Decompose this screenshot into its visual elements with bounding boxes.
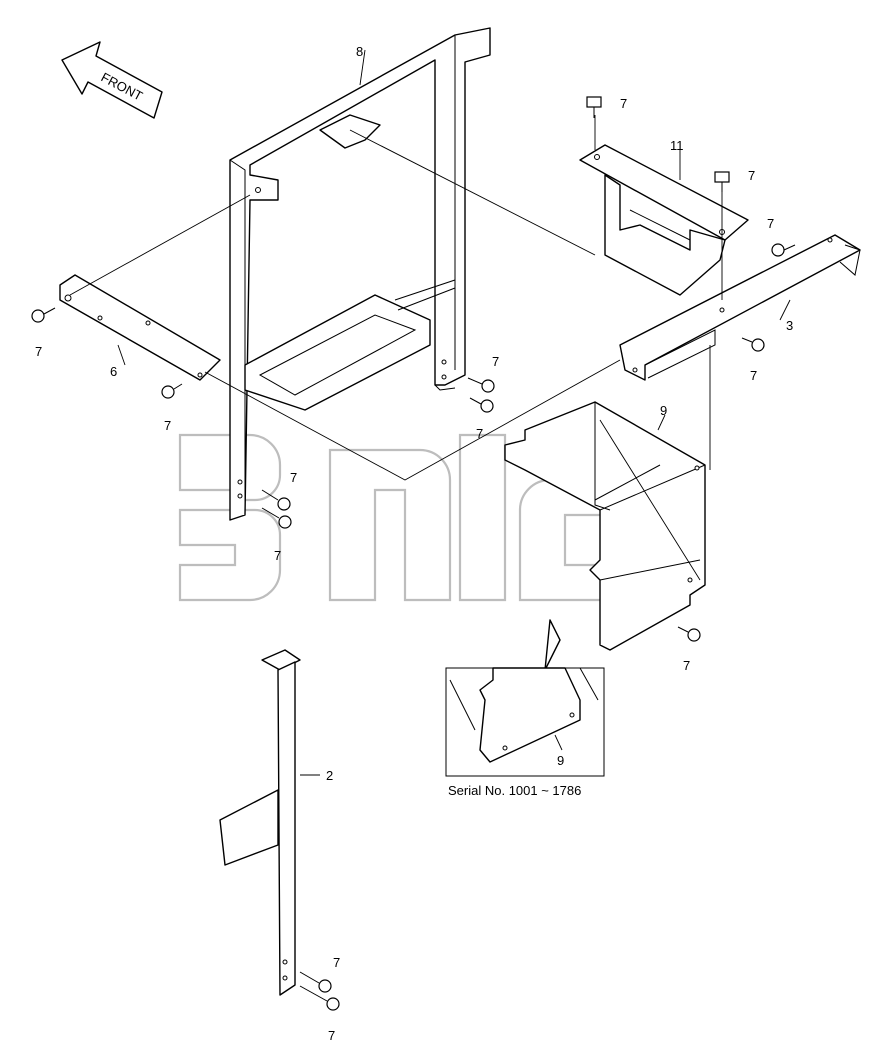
inset-caption: Serial No. 1001 ~ 1786 bbox=[448, 783, 581, 798]
bolt-rail-3 bbox=[771, 243, 796, 257]
part-frame-8 bbox=[229, 27, 491, 521]
label-bolt-7: 7 bbox=[333, 955, 340, 970]
label-bolt-7: 7 bbox=[274, 548, 281, 563]
bolt-left-6b bbox=[161, 383, 183, 399]
part-post-2 bbox=[219, 649, 301, 996]
bolt-left-6 bbox=[31, 307, 56, 323]
bolts bbox=[31, 96, 796, 1011]
label-bolt-7: 7 bbox=[328, 1028, 335, 1043]
label-bolt-7: 7 bbox=[750, 368, 757, 383]
label-part-9: 9 bbox=[660, 403, 667, 418]
label-bolt-7: 7 bbox=[748, 168, 755, 183]
label-part-11: 11 bbox=[670, 138, 684, 153]
label-part-2: 2 bbox=[326, 768, 333, 783]
part-rail-3 bbox=[619, 234, 861, 381]
bolt-frame-2 bbox=[469, 397, 494, 413]
bolt-top-3 bbox=[714, 171, 730, 192]
label-part-9-inset: 9 bbox=[557, 753, 564, 768]
bolt-top-11 bbox=[586, 96, 602, 118]
bolt-cover bbox=[677, 626, 701, 642]
part-cover-9 bbox=[504, 401, 706, 651]
label-bolt-7: 7 bbox=[35, 344, 42, 359]
bolt-frame-3 bbox=[261, 489, 291, 511]
label-bolt-7: 7 bbox=[476, 426, 483, 441]
bolt-frame-1 bbox=[467, 377, 495, 393]
part-rail-6 bbox=[59, 274, 221, 381]
bolt-post-1 bbox=[299, 971, 332, 993]
bolt-frame-4 bbox=[261, 507, 292, 529]
part-bracket-11 bbox=[579, 144, 749, 296]
bolt-r3b bbox=[741, 337, 765, 352]
leader-lines bbox=[69, 49, 791, 776]
label-bolt-7: 7 bbox=[620, 96, 627, 111]
label-part-3: 3 bbox=[786, 318, 793, 333]
label-bolt-7: 7 bbox=[767, 216, 774, 231]
label-bolt-7: 7 bbox=[164, 418, 171, 433]
part-labels: 8 11 7 7 7 7 6 7 3 7 7 7 9 7 7 7 9 2 7 7 bbox=[35, 44, 793, 1043]
label-part-8: 8 bbox=[356, 44, 363, 59]
bolt-post-2 bbox=[299, 985, 340, 1011]
label-bolt-7: 7 bbox=[683, 658, 690, 673]
label-part-6: 6 bbox=[110, 364, 117, 379]
inset-detail: Serial No. 1001 ~ 1786 bbox=[445, 619, 605, 798]
label-bolt-7: 7 bbox=[492, 354, 499, 369]
front-arrow: FRONT bbox=[61, 41, 163, 119]
label-bolt-7: 7 bbox=[290, 470, 297, 485]
